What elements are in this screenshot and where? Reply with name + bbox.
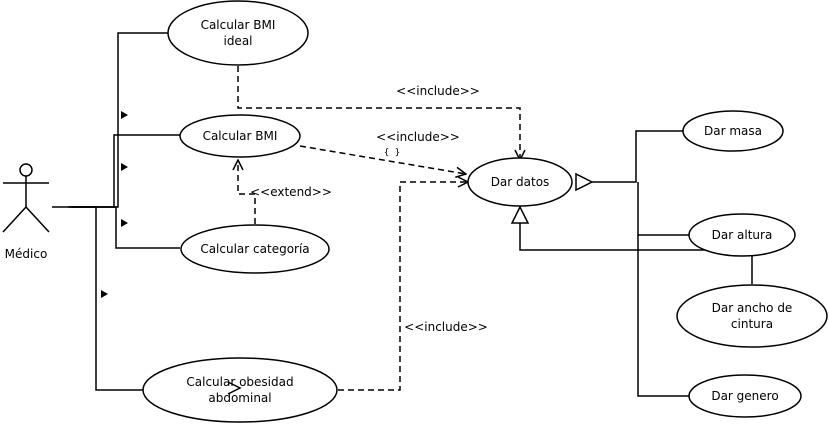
include-obesidad-datos xyxy=(338,182,468,391)
uc-dar-masa-label: Dar masa xyxy=(704,124,762,138)
assoc-bmi-ideal xyxy=(52,32,168,208)
uc-dar-genero[interactable]: Dar genero xyxy=(688,374,802,418)
actor-head xyxy=(19,163,33,177)
uc-dar-altura-label: Dar altura xyxy=(712,228,773,242)
assoc-categoria xyxy=(72,206,180,249)
assoc-obesidad xyxy=(70,206,143,391)
uc-dar-datos-label: Dar datos xyxy=(491,175,550,189)
uc-dar-masa[interactable]: Dar masa xyxy=(682,110,784,152)
uc-dar-altura-shape xyxy=(688,213,796,257)
gen-arrow-right xyxy=(575,172,594,192)
dependencies xyxy=(237,66,520,391)
uc-obesidad-shape xyxy=(142,357,338,423)
include-label-2-note: { } xyxy=(384,148,400,158)
actor-leg-right xyxy=(25,206,50,233)
uc-dar-datos[interactable]: Dar datos xyxy=(467,157,573,207)
uc-dar-genero-label: Dar genero xyxy=(711,389,778,403)
uc-dar-ancho-shape xyxy=(676,284,828,348)
include-bmi-ideal-datos xyxy=(237,66,520,160)
actor-associations xyxy=(52,32,180,391)
extend-categoria-bmi-line xyxy=(238,160,256,224)
actor-label: Médico xyxy=(5,247,48,261)
uc-dar-ancho[interactable]: Dar ancho de cintura xyxy=(676,284,828,348)
include-label-3: <<include>> xyxy=(404,320,488,334)
uc-obesidad-line1: Calcular obesidad xyxy=(186,375,293,389)
extend-label: <<extend>> xyxy=(250,185,332,199)
marker-1 xyxy=(121,111,128,119)
uc-bmi-ideal[interactable]: Calcular BMI ideal xyxy=(167,0,309,66)
uc-obesidad[interactable]: Calcular obesidad abdominal xyxy=(142,357,338,423)
uc-obesidad-line2: abdominal xyxy=(208,391,271,405)
uc-bmi-ideal-line1: Calcular BMI xyxy=(201,18,276,32)
marker-2 xyxy=(121,163,128,171)
marker-4 xyxy=(101,290,108,298)
stray-arrowhead xyxy=(227,381,242,395)
uc-dar-genero-shape xyxy=(688,374,802,418)
uc-categoria[interactable]: Calcular categoría xyxy=(180,224,330,274)
generalizations xyxy=(510,130,753,397)
gen-genero xyxy=(637,235,690,397)
gen-arrow-down xyxy=(510,205,530,224)
uc-dar-ancho-line1: Dar ancho de xyxy=(712,301,793,315)
actor-medico[interactable]: Médico xyxy=(2,163,50,261)
gen-ancho xyxy=(519,223,753,284)
uc-dar-datos-shape xyxy=(467,157,573,207)
gen-masa xyxy=(592,130,684,183)
marker-3 xyxy=(121,219,128,227)
include-label-2: <<include>> xyxy=(376,130,460,144)
uc-bmi-ideal-shape xyxy=(167,0,309,66)
uc-bmi-label: Calcular BMI xyxy=(203,129,278,143)
uc-bmi-shape xyxy=(179,114,301,158)
uc-categoria-shape xyxy=(180,224,330,274)
uc-bmi-ideal-line2: ideal xyxy=(223,34,252,48)
include-label-1: <<include>> xyxy=(396,84,480,98)
include-bmi-datos xyxy=(299,145,466,174)
gen-altura xyxy=(637,182,690,236)
uc-dar-masa-shape xyxy=(682,110,784,152)
uc-bmi[interactable]: Calcular BMI xyxy=(179,114,301,158)
actor-leg-left xyxy=(2,206,27,233)
uc-dar-ancho-line2: cintura xyxy=(731,317,773,331)
uc-categoria-label: Calcular categoría xyxy=(200,242,309,256)
uc-dar-altura[interactable]: Dar altura xyxy=(688,213,796,257)
assoc-bmi xyxy=(68,134,180,208)
assoc-markers xyxy=(101,111,128,298)
